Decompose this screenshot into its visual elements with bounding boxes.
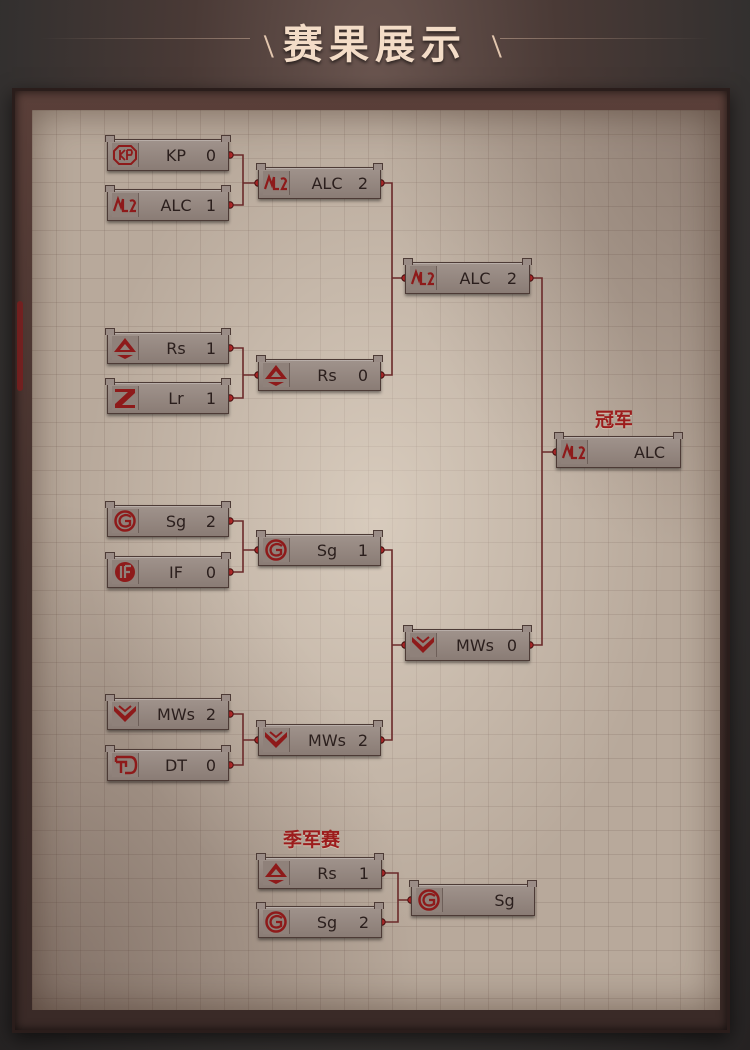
team-score: 1: [358, 864, 369, 883]
team-name: MWs: [456, 636, 494, 655]
sg-logo-icon: [263, 538, 290, 562]
team-score: 0: [205, 146, 216, 165]
ornament-right-icon: ﹨: [480, 24, 514, 64]
team-name: ALC: [160, 196, 192, 215]
team-score: 1: [205, 196, 216, 215]
rs-logo-icon: [263, 363, 290, 387]
team-name: Rs: [317, 366, 337, 385]
team-name: Sg: [316, 913, 338, 932]
mws-logo-icon: [410, 633, 437, 657]
round1-team-sg[interactable]: Sg 2: [105, 501, 231, 537]
sg-logo-icon: [263, 910, 290, 934]
round1-team-if[interactable]: IF 0: [105, 552, 231, 588]
round1-team-dt[interactable]: DT 0: [105, 745, 231, 781]
team-name: MWs: [157, 705, 195, 724]
team-score: 2: [357, 174, 368, 193]
lr-logo-icon: [112, 386, 139, 410]
alc-logo-icon: [112, 193, 139, 217]
team-name: MWs: [308, 731, 346, 750]
third-place-team-sg[interactable]: Sg 2: [256, 902, 384, 938]
header-divider-right: [500, 38, 710, 39]
round2-team-rs[interactable]: Rs 0: [256, 355, 383, 391]
team-name: Lr: [168, 389, 184, 408]
round2-team-alc[interactable]: ALC 2: [256, 163, 383, 199]
round2-team-mws[interactable]: MWs 2: [256, 720, 383, 756]
third-place-winner-sg[interactable]: Sg: [409, 880, 537, 916]
team-score: 2: [358, 913, 369, 932]
team-score: 2: [506, 269, 517, 288]
rs-logo-icon: [263, 861, 290, 885]
mws-logo-icon: [112, 702, 139, 726]
team-score: 0: [357, 366, 368, 385]
alc-logo-icon: [263, 171, 290, 195]
team-name: Rs: [317, 864, 337, 883]
semifinal-team-alc[interactable]: ALC 2: [403, 258, 532, 294]
rs-logo-icon: [112, 336, 139, 360]
champion-label: 冠军: [595, 409, 634, 431]
team-score: 2: [205, 705, 216, 724]
team-name: ALC: [633, 443, 666, 462]
team-score: 1: [357, 541, 368, 560]
team-name: ALC: [311, 174, 343, 193]
team-score: 0: [205, 756, 216, 775]
round1-team-mws[interactable]: MWs 2: [105, 694, 231, 730]
header: ﹨ 赛果展示 ﹨: [0, 0, 750, 75]
sg-logo-icon: [112, 509, 139, 533]
third-place-team-rs[interactable]: Rs 1: [256, 853, 384, 889]
round1-team-lr[interactable]: Lr 1: [105, 378, 231, 414]
semifinal-team-mws[interactable]: MWs 0: [403, 625, 532, 661]
team-name: Rs: [166, 339, 186, 358]
page-title: 赛果展示: [283, 21, 467, 68]
ornament-left-icon: ﹨: [252, 24, 286, 64]
team-name: IF: [169, 563, 183, 582]
if-logo-icon: [112, 560, 139, 584]
team-name: Sg: [316, 541, 338, 560]
kp-logo-icon: [112, 143, 139, 167]
header-divider-left: [40, 38, 250, 39]
round1-team-alc[interactable]: ALC 1: [105, 185, 231, 221]
mws-logo-icon: [263, 728, 290, 752]
team-name: KP: [165, 146, 187, 165]
team-name: ALC: [459, 269, 491, 288]
team-score: 2: [205, 512, 216, 531]
alc-logo-icon: [410, 266, 437, 290]
team-score: 0: [205, 563, 216, 582]
third-place-label: 季军赛: [283, 829, 341, 851]
round2-team-sg[interactable]: Sg 1: [256, 530, 383, 566]
team-score: 2: [357, 731, 368, 750]
champion-team-alc[interactable]: ALC: [554, 432, 683, 468]
team-score: 1: [205, 339, 216, 358]
team-name: Sg: [494, 891, 515, 910]
team-score: 1: [205, 389, 216, 408]
round1-team-kp[interactable]: KP 0: [105, 135, 231, 171]
round1-team-rs[interactable]: Rs 1: [105, 328, 231, 364]
team-name: DT: [164, 756, 188, 775]
alc-logo-icon: [561, 440, 588, 464]
frame-decoration: [17, 301, 23, 391]
dt-logo-icon: [112, 753, 139, 777]
team-name: Sg: [165, 512, 187, 531]
sg-logo-icon: [416, 888, 443, 912]
team-score: 0: [506, 636, 517, 655]
